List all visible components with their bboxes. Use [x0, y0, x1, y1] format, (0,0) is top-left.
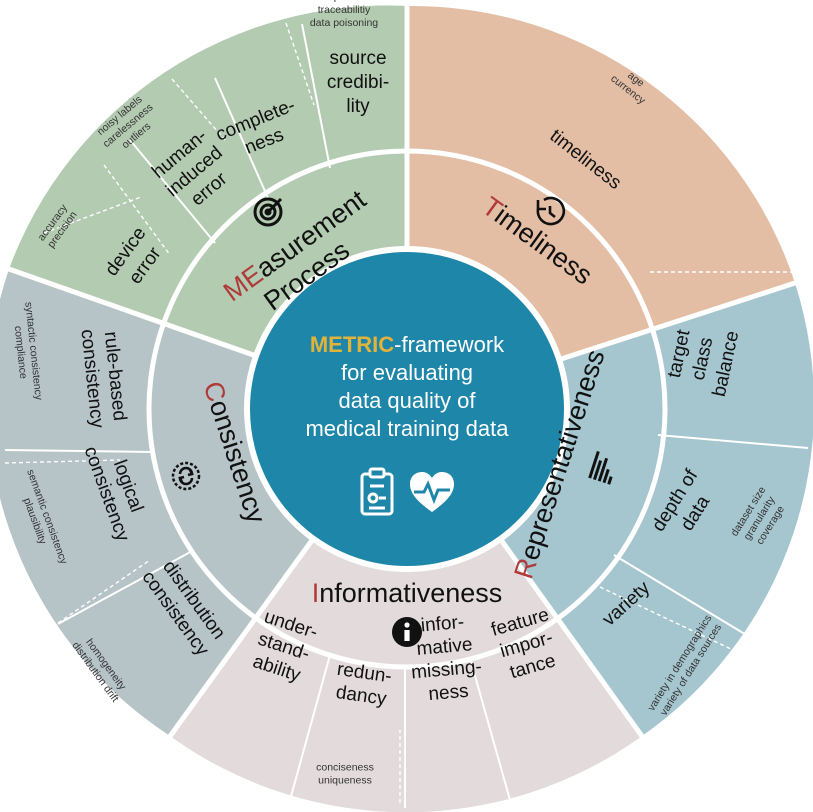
clipboard-icon	[360, 467, 394, 516]
informativeness-sub-label-line: ness	[428, 681, 470, 705]
target-icon	[253, 197, 283, 227]
clock-icon	[536, 196, 566, 226]
informativeness-outer-sector	[170, 409, 642, 812]
dimension-informativeness: Informativeness	[312, 578, 503, 647]
consistency-sub-terms-line: compliance	[12, 325, 30, 379]
info-icon	[392, 617, 422, 647]
measurement-sub-label-line: lity	[346, 96, 370, 117]
informativeness-title: Informativeness	[312, 578, 503, 608]
measurement-sub-terms-line: expertise	[323, 0, 366, 3]
measurement-sub-label-line: credibi-	[327, 72, 389, 93]
center-line-1: METRIC-framework	[310, 332, 505, 357]
informativeness-sub-terms-line: conciseness	[316, 762, 374, 774]
sub-separators	[4, 23, 809, 808]
measurement-sub-terms: expertisetraceabilitiydata poisoning	[310, 0, 378, 29]
informativeness-sub-label-line: infor-	[420, 612, 465, 637]
measurement-sub-label-line: source	[329, 48, 386, 69]
center-line-3: data quality of	[339, 388, 477, 413]
center-line-4: medical training data	[305, 416, 509, 441]
measurement-sub-label: source credibi-lity	[327, 48, 389, 117]
bar-chart-icon	[588, 450, 613, 485]
measurement-sub-terms-line: traceabilitiy	[318, 4, 371, 16]
informativeness-sub-terms-line: uniqueness	[318, 775, 372, 787]
measurement-sub-terms-line: data poisoning	[310, 17, 378, 29]
term-separators	[4, 22, 810, 803]
center-line-2: for evaluating	[341, 360, 473, 385]
sync-icon	[171, 461, 201, 491]
informativeness-sub-label-line: mative	[416, 634, 474, 660]
heart-pulse-icon	[410, 472, 454, 512]
center-circle	[244, 246, 570, 572]
